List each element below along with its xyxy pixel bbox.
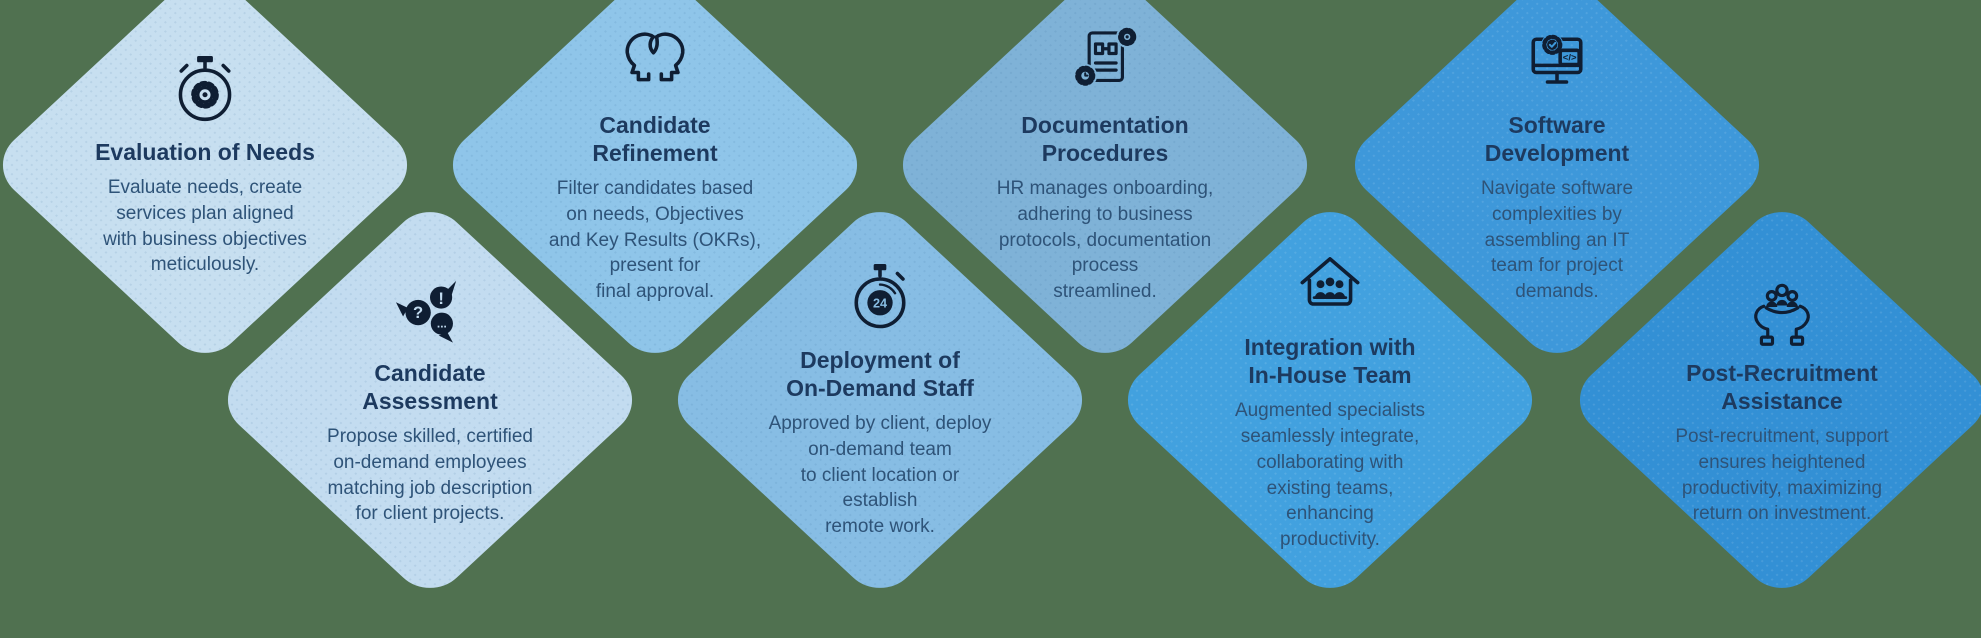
- step-title: Candidate Assessment: [362, 359, 498, 414]
- step-description: Augmented specialists seamlessly integra…: [1234, 400, 1426, 551]
- step-title: Deployment of On-Demand Staff: [786, 346, 974, 401]
- stopwatch-24-icon: 24: [842, 260, 918, 336]
- step-description: HR manages onboarding, adhering to busin…: [996, 177, 1214, 303]
- step-description: Evaluate needs, create services plan ali…: [103, 176, 307, 276]
- svg-text:24: 24: [873, 296, 887, 310]
- step-title: Documentation Procedures: [1021, 111, 1189, 166]
- svg-text:?: ?: [413, 303, 423, 322]
- step-description: Navigate software complexities by assemb…: [1480, 177, 1634, 303]
- step-description: Propose skilled, certified on-demand emp…: [327, 425, 533, 525]
- step-description: Post-recruitment, support ensures height…: [1675, 425, 1889, 525]
- step-title: Software Development: [1484, 111, 1630, 166]
- document-gears-icon: [1067, 25, 1143, 101]
- hands-people-icon: [1744, 273, 1820, 349]
- step-description: Approved by client, deploy on-demand tea…: [768, 412, 992, 538]
- step-title: Post-Recruitment Assistance: [1686, 359, 1878, 414]
- speech-bubbles-icon: ? ! ...: [392, 273, 468, 349]
- svg-text:</>: </>: [1563, 53, 1577, 64]
- two-heads-icon: [617, 25, 693, 101]
- step-title: Evaluation of Needs: [95, 138, 315, 165]
- step-title: Integration with In-House Team: [1244, 333, 1416, 389]
- step-description: Filter candidates based on needs, Object…: [548, 177, 762, 303]
- svg-text:...: ...: [437, 316, 447, 330]
- stopwatch-gear-icon: [167, 52, 243, 128]
- step-title: Candidate Refinement: [592, 111, 718, 166]
- svg-text:!: !: [438, 289, 444, 308]
- house-team-icon: [1292, 247, 1368, 323]
- software-monitor-icon: </>: [1519, 25, 1595, 101]
